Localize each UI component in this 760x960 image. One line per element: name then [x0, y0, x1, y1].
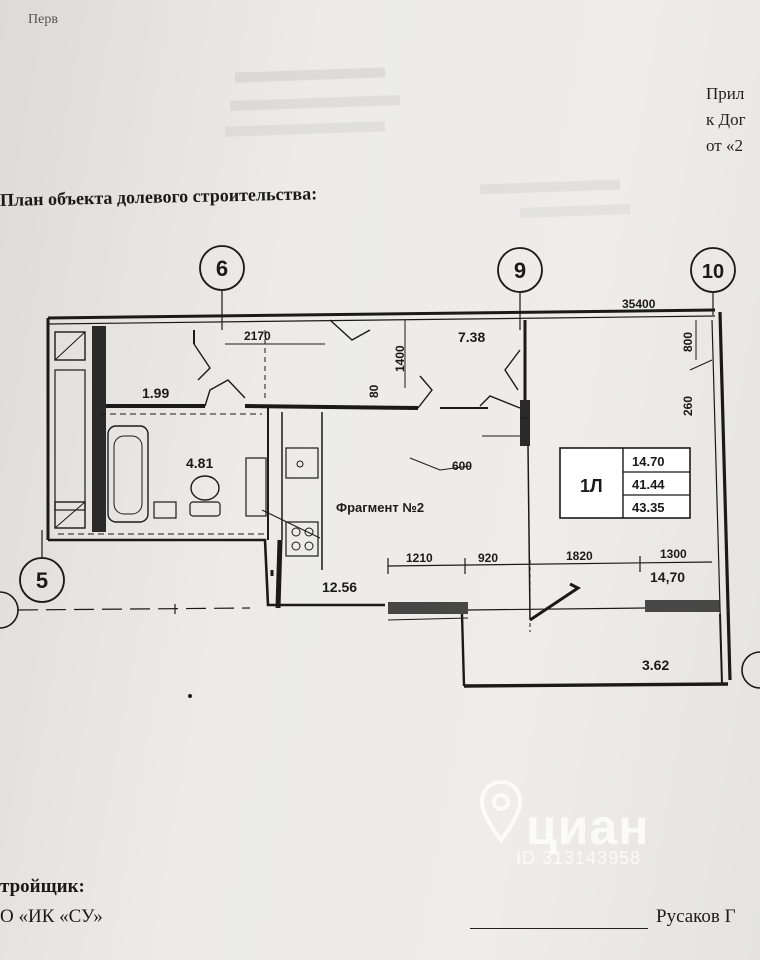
- dim-600: 600: [452, 459, 472, 473]
- dim-2170: 2170: [244, 329, 271, 343]
- dim-1210: 1210: [406, 551, 433, 565]
- area-loggia: 3.62: [642, 657, 669, 673]
- section-title: План объекта долевого строительства:: [0, 183, 318, 210]
- axis-bubble-right-cut: [741, 651, 760, 689]
- appendix-line-2: к Дог: [706, 110, 746, 129]
- apartment-label-box: [559, 447, 691, 519]
- area-kitchen: 12.56: [322, 579, 357, 595]
- signature-line: [470, 928, 648, 929]
- dim-920: 920: [478, 551, 498, 565]
- appendix-line-1: Прил: [706, 84, 745, 103]
- axis-label-10: 10: [702, 261, 724, 283]
- dim-260: 260: [681, 396, 695, 416]
- builder-label: тройщик:: [0, 876, 85, 897]
- corner-text: Перв: [28, 12, 58, 27]
- area-bathroom: 4.81: [186, 455, 213, 471]
- dim-1400: 1400: [393, 345, 407, 372]
- dim-1820: 1820: [566, 549, 593, 563]
- dim-80: 80: [367, 384, 381, 398]
- dot-mark: [188, 694, 192, 698]
- apartment-value-living: 14.70: [632, 454, 665, 469]
- apartment-type: 1Л: [580, 476, 603, 496]
- watermark-brand: циан: [526, 799, 650, 855]
- axis-label-5: 5: [36, 568, 48, 593]
- dim-800: 800: [681, 332, 695, 352]
- watermark-id: ID 313143958: [516, 848, 642, 868]
- area-hall: 1.99: [142, 385, 169, 401]
- axis-label-9: 9: [514, 258, 526, 283]
- appendix-line-3: от «2: [706, 136, 743, 155]
- axis-bubble-left-cut: [0, 591, 19, 629]
- floor-plan: 6 9 10 5 35400 2170 1400 80 800 260 600 …: [0, 245, 760, 698]
- area-corridor: 7.38: [458, 329, 485, 345]
- dim-overall: 35400: [622, 297, 656, 311]
- area-balcony-top: 14,70: [650, 569, 685, 585]
- dim-1300: 1300: [660, 547, 687, 561]
- signatory-name: Русаков Г: [656, 906, 736, 927]
- location-pin-icon: [479, 780, 523, 844]
- apartment-value-total: 41.44: [632, 477, 665, 492]
- fragment-label: Фрагмент №2: [336, 500, 424, 515]
- apartment-value-with-balcony: 43.35: [632, 500, 665, 515]
- builder-company: О «ИК «СУ»: [0, 906, 103, 927]
- axis-label-6: 6: [216, 256, 228, 281]
